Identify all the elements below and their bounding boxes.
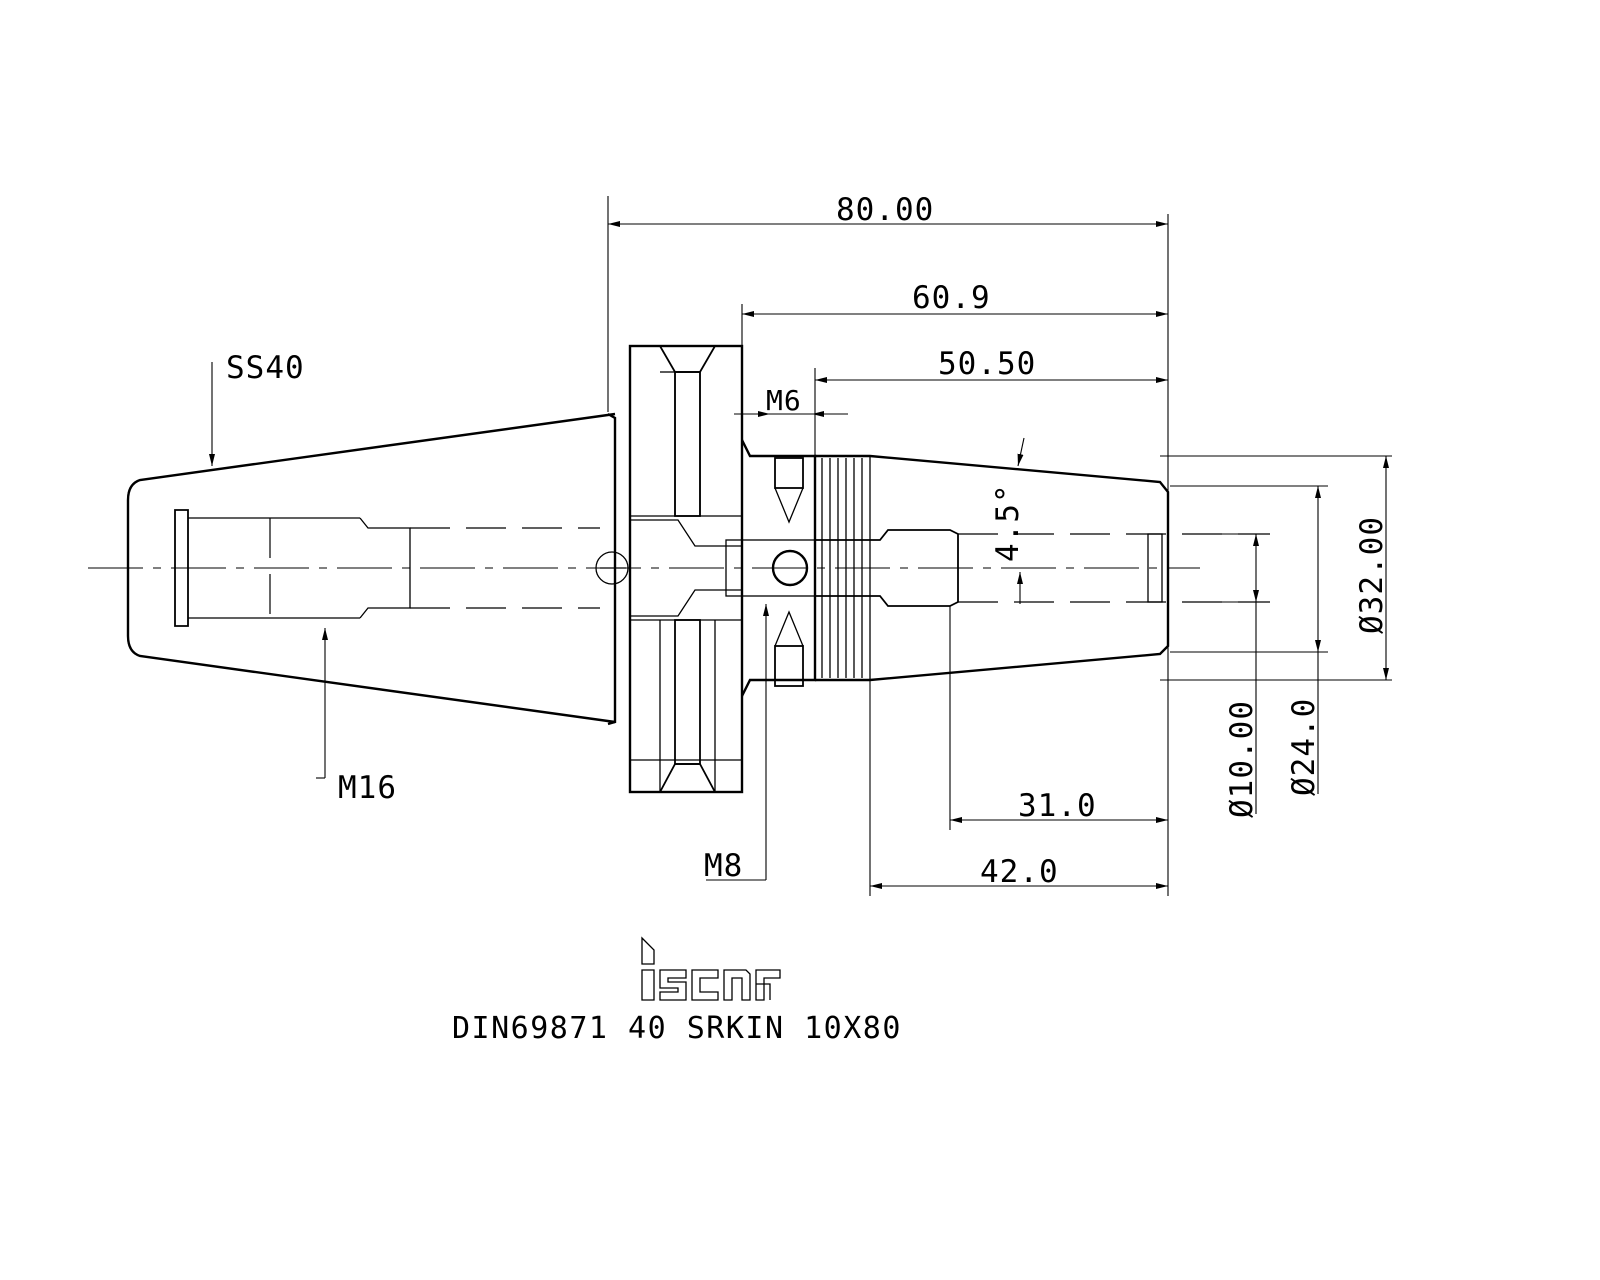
drawing-title: DIN69871 40 SRKIN 10X80 [452,1011,902,1046]
dim-taper-length: 42.0 [980,854,1059,890]
dim-bore-diameter: Ø10.00 [1224,700,1260,818]
dimension-lines [209,221,1389,889]
dim-taper-angle: 4.5° [990,483,1026,562]
dim-nose-diameter: Ø24.0 [1286,698,1322,796]
flange [595,344,744,794]
dim-overall-length: 80.00 [836,192,934,228]
dim-length-from-collar: 50.50 [938,346,1036,382]
cross-hole [771,549,809,587]
callout-m6: M6 [766,384,802,417]
key-hole [595,551,629,585]
dim-outer-diameter: Ø32.00 [1354,516,1390,634]
callout-m16: M16 [338,770,397,806]
taper-shank [126,412,616,724]
extension-lines [607,196,1392,896]
collar [725,439,817,697]
dim-bore-depth: 31.0 [1018,788,1097,824]
iscar-logo [641,936,781,1001]
callout-m8: M8 [704,848,743,884]
dim-length-from-flange: 60.9 [912,280,991,316]
callout-ss40: SS40 [226,350,305,386]
